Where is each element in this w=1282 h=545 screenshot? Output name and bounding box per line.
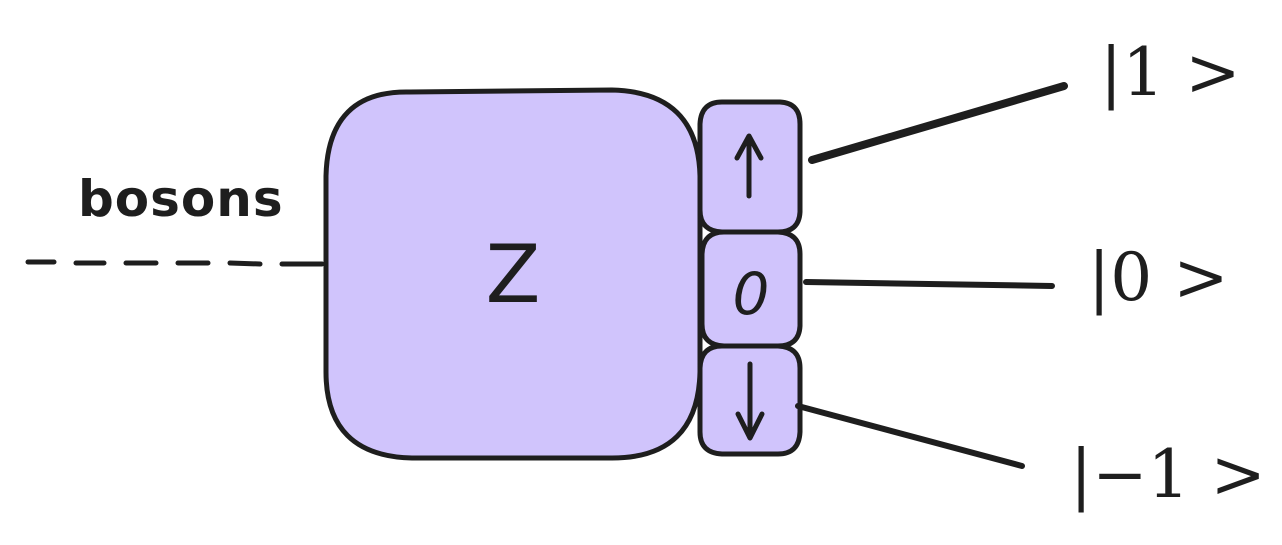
output-line-down (795, 403, 1025, 469)
arrow-down-icon (735, 361, 765, 441)
output-line-up (808, 82, 1068, 164)
input-label: bosons (78, 170, 284, 228)
arrow-up-icon (734, 133, 764, 199)
output-label-minus-one: |−1 > (1070, 436, 1266, 513)
input-dashed-line (25, 259, 325, 267)
output-line-zero (803, 279, 1055, 289)
main-box (323, 87, 703, 461)
port-zero: 0 (699, 229, 803, 349)
port-zero-label: 0 (733, 260, 770, 328)
port-up (697, 99, 803, 235)
output-label-zero: |0 > (1088, 239, 1229, 316)
main-box-label: Z (486, 228, 541, 321)
output-label-one: |1 > (1100, 34, 1241, 111)
port-down (697, 343, 803, 457)
